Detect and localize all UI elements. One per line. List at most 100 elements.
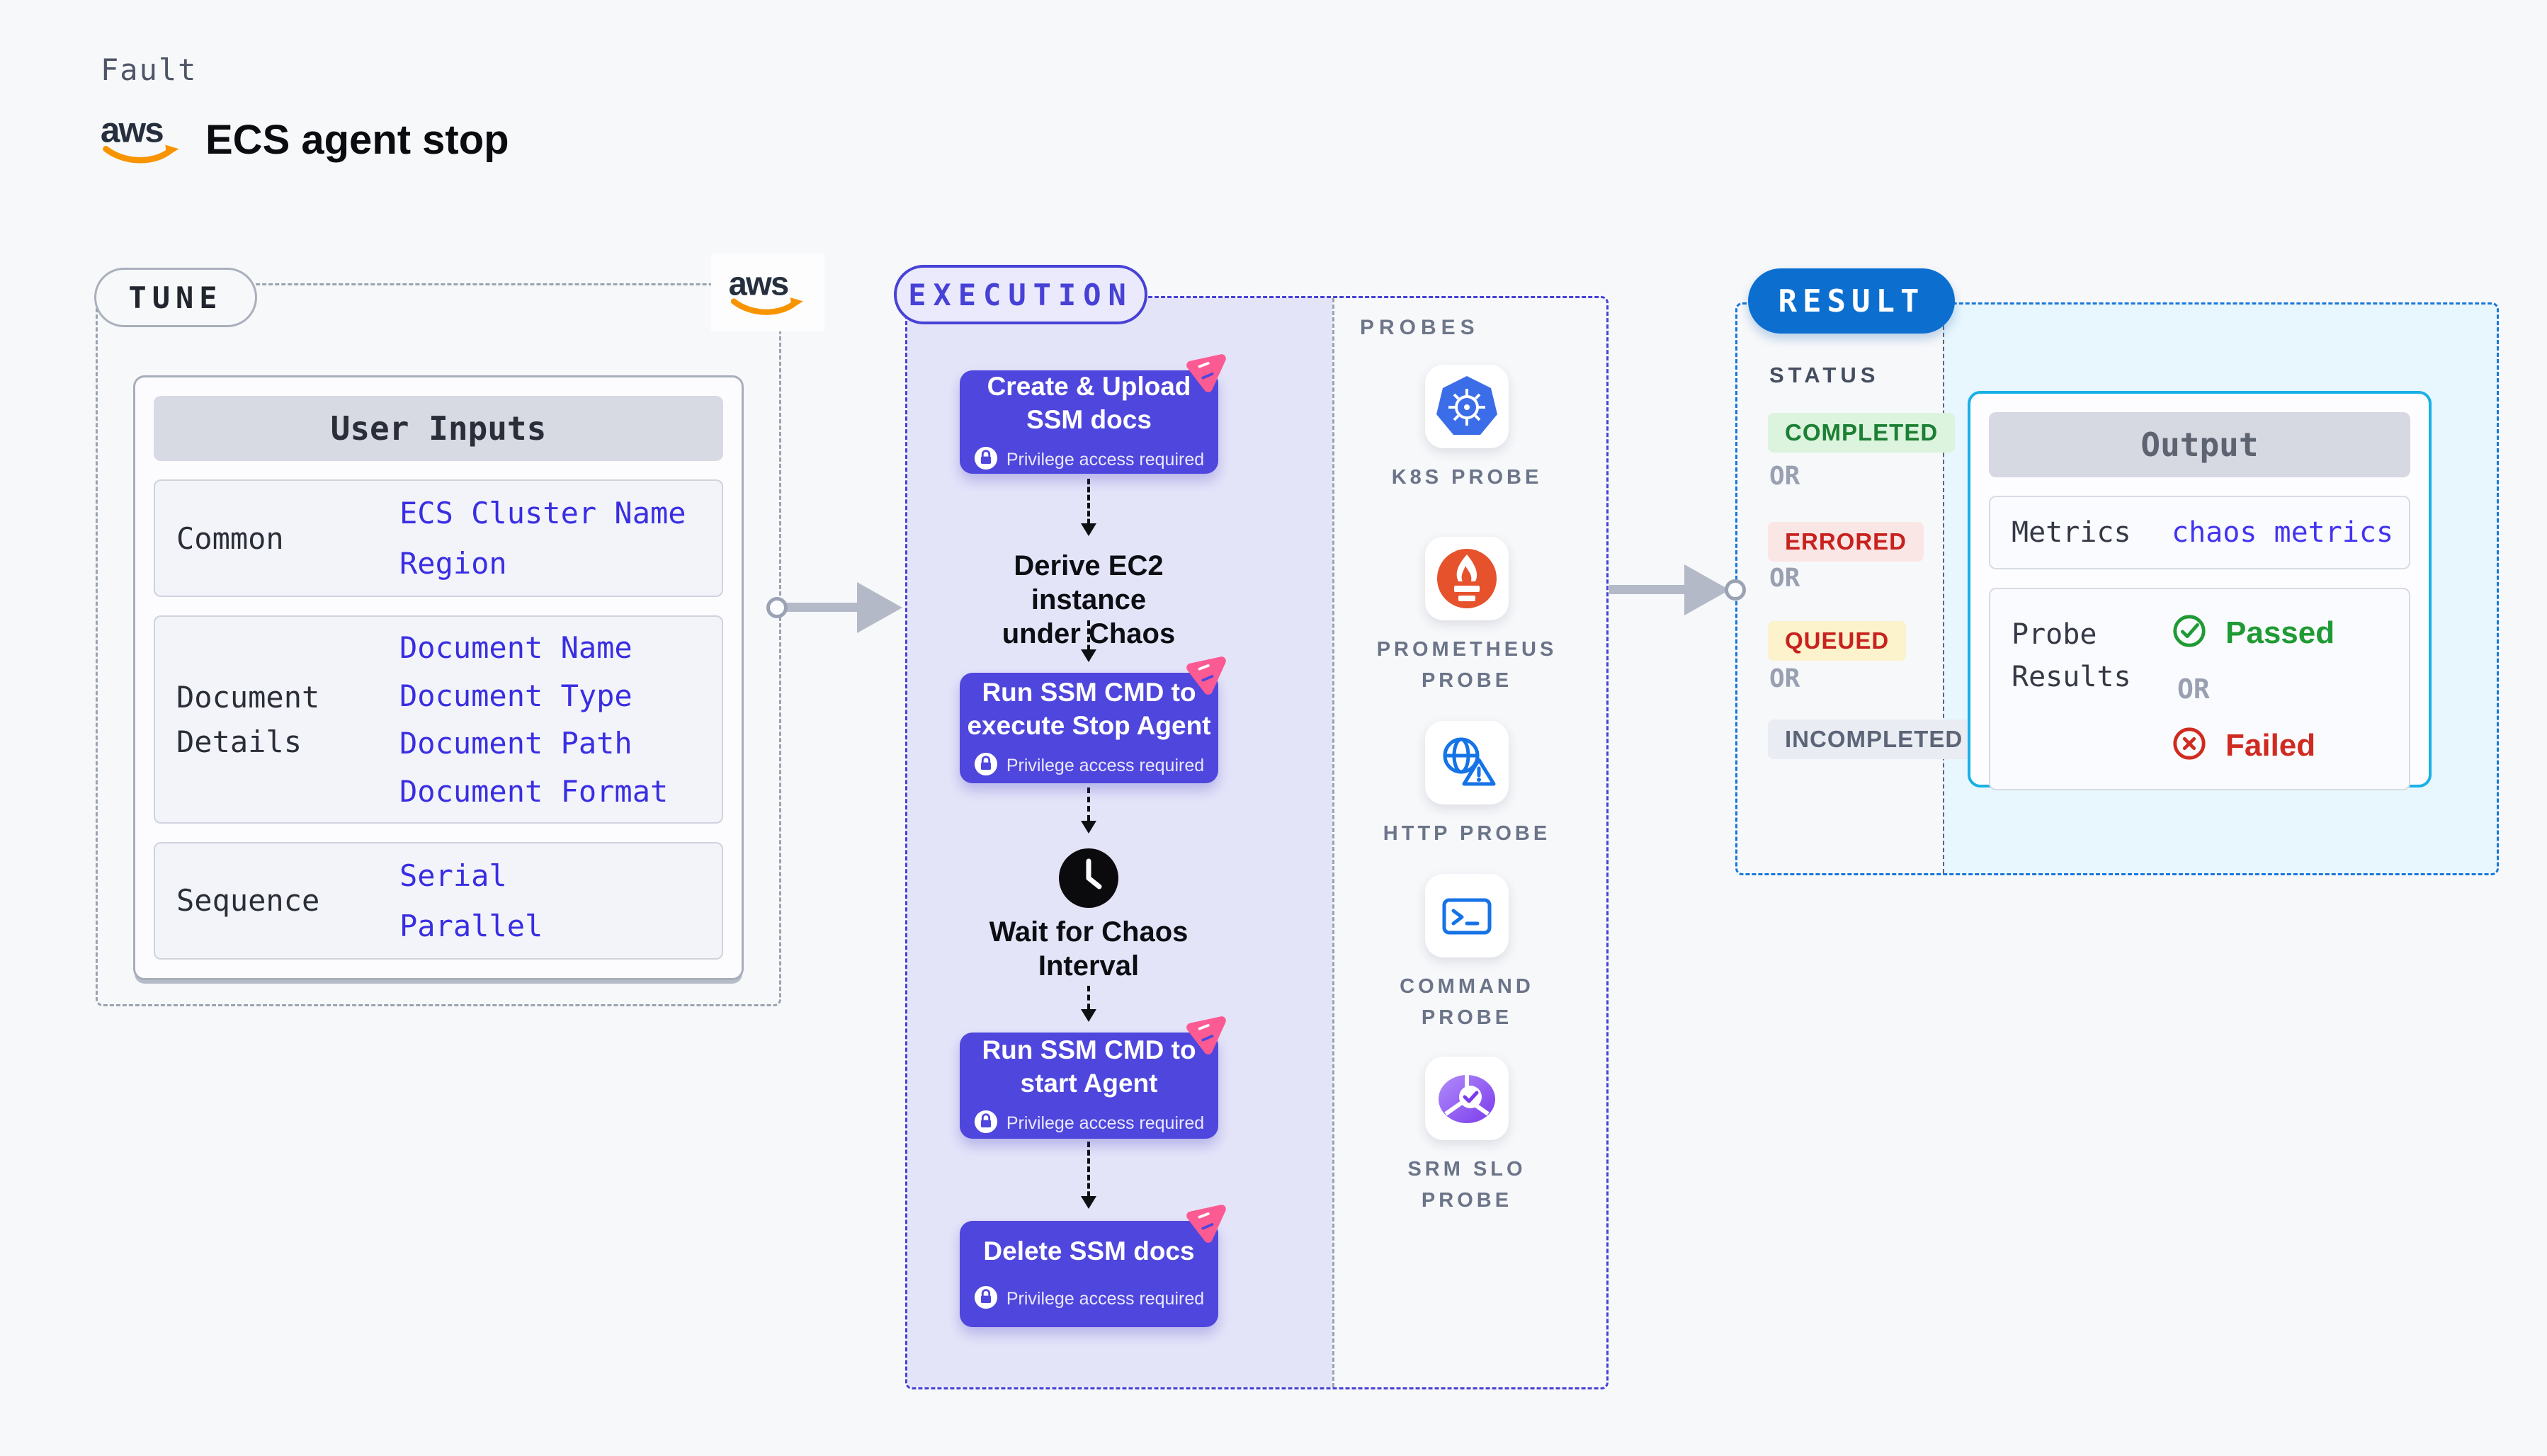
input-value: Region (399, 545, 507, 581)
failed-text: Failed (2225, 727, 2316, 763)
status-badge-completed: COMPLETED (1768, 413, 1956, 453)
kubernetes-icon (1425, 365, 1509, 448)
probe-label: K8S PROBE (1391, 466, 1543, 489)
status-or: OR (1769, 462, 1800, 491)
aws-wordmark: aws (101, 110, 163, 150)
step-title: Delete SSM docs (983, 1236, 1195, 1266)
lock-icon (974, 446, 998, 474)
aws-logo-icon-small: aws (726, 265, 810, 321)
status-badge-incompleted: INCOMPLETED (1768, 720, 1980, 759)
clock-icon (1057, 847, 1120, 913)
probe-label: PROMETHEUS PROBE (1376, 638, 1558, 692)
chaos-icon (1183, 1014, 1230, 1062)
step-run-ssm-stop-agent: Run SSM CMD to execute Stop Agent Privil… (960, 656, 1226, 783)
input-value: Document Format (399, 773, 669, 809)
step-title: Run SSM CMD to execute Stop Agent (967, 678, 1211, 740)
execution-badge: EXECUTION (894, 265, 1147, 324)
result-badge: RESULT (1748, 268, 1955, 334)
aws-wordmark: aws (729, 265, 788, 302)
probe-http: HTTP PROBE (1378, 721, 1555, 850)
connector-node-tune (766, 597, 788, 618)
execution-probes-divider (1332, 298, 1334, 1387)
execution-section-frame (905, 296, 1609, 1389)
step-run-ssm-start-agent: Run SSM CMD to start Agent Privilege acc… (960, 1016, 1226, 1139)
terminal-icon (1425, 874, 1509, 957)
tune-badge: TUNE (94, 268, 257, 327)
privilege-note: Privilege access required (974, 446, 1204, 474)
page-title: ECS agent stop (205, 117, 509, 163)
probe-label: HTTP PROBE (1383, 822, 1551, 845)
execution-steps-panel (907, 298, 1332, 1387)
status-heading: STATUS (1769, 363, 1880, 387)
tune-to-execution-arrowhead (857, 582, 902, 633)
input-group-values: Serial Parallel (399, 843, 722, 958)
lock-icon (974, 752, 998, 780)
step-delete-ssm-docs: Delete SSM docs Privilege access require… (960, 1205, 1226, 1327)
probe-k8s: K8S PROBE (1378, 365, 1555, 494)
tune-to-execution-arrow (786, 603, 857, 612)
chaos-icon (1183, 352, 1230, 399)
input-group-label: Sequence (176, 883, 320, 918)
slo-pie-check-icon (1425, 1057, 1509, 1140)
status-badge-errored: ERRORED (1768, 522, 1924, 562)
title-row: aws ECS agent stop (98, 110, 509, 169)
status-or: OR (1769, 664, 1800, 693)
probe-results-values: Passed OR Failed (2172, 613, 2335, 765)
aws-logo-icon: aws (98, 110, 186, 169)
step-title: Run SSM CMD to start Agent (982, 1035, 1196, 1098)
execution-to-result-arrow (1609, 585, 1684, 594)
input-group-label: Common (176, 521, 284, 556)
input-group-sequence: Sequence Serial Parallel (154, 841, 723, 960)
globe-warning-icon (1425, 721, 1509, 804)
status-badge-queued: QUEUED (1768, 621, 1907, 661)
chaos-icon (1183, 1202, 1230, 1250)
privilege-note-text: Privilege access required (1006, 449, 1205, 470)
status-or: OR (1769, 564, 1800, 593)
input-value: ECS Cluster Name (399, 496, 686, 531)
lock-icon (974, 1110, 998, 1137)
probe-results-row: Probe Results Passed OR (1989, 588, 2410, 790)
input-group-values: ECS Cluster Name Region (399, 481, 722, 596)
lock-icon (974, 1285, 998, 1313)
probe-prometheus: PROMETHEUS PROBE (1376, 537, 1558, 696)
privilege-note-text: Privilege access required (1006, 1288, 1205, 1309)
x-circle-icon (2172, 726, 2207, 765)
probe-results-label: Probe Results (2012, 618, 2131, 693)
privilege-note: Privilege access required (974, 1110, 1204, 1137)
user-inputs-title: User Inputs (154, 396, 723, 461)
privilege-note-text: Privilege access required (1006, 755, 1205, 775)
probes-heading: PROBES (1360, 316, 1480, 339)
flow-arrow (1081, 620, 1096, 662)
failed-line: Failed (2172, 726, 2335, 765)
derive-ec2-node: Derive EC2 instance under Chaos (1002, 550, 1176, 649)
aws-logo-backdrop: aws (711, 254, 824, 331)
metrics-row: Metrics chaos metrics (1989, 496, 2410, 569)
prometheus-icon (1425, 537, 1509, 620)
privilege-note: Privilege access required (974, 1285, 1204, 1313)
input-value: Serial (399, 858, 507, 894)
metrics-value: chaos metrics (2172, 516, 2394, 549)
privilege-note: Privilege access required (974, 752, 1204, 780)
passed-line: Passed (2172, 613, 2335, 652)
input-group-label: Document Details (176, 679, 320, 759)
check-circle-icon (2172, 613, 2207, 652)
input-value: Document Name (399, 630, 633, 666)
connector-node-result (1725, 579, 1746, 601)
flow-arrow (1081, 986, 1096, 1022)
step-create-upload-ssm-docs: Create & Upload SSM docs Privilege acces… (960, 354, 1226, 474)
output-title: Output (1989, 412, 2410, 477)
input-value: Document Path (399, 726, 633, 761)
chaos-icon (1183, 654, 1230, 702)
input-value: Parallel (399, 908, 543, 943)
fault-kicker: Fault (101, 52, 198, 87)
wait-chaos-interval-node: Wait for Chaos Interval (989, 916, 1189, 982)
input-value: Document Type (399, 678, 633, 713)
metrics-label: Metrics (2012, 516, 2131, 549)
input-group-values: Document Name Document Type Document Pat… (399, 617, 722, 821)
flow-arrow (1081, 787, 1096, 834)
probe-label: SRM SLO PROBE (1407, 1158, 1526, 1212)
passed-text: Passed (2225, 615, 2335, 650)
input-group-common: Common ECS Cluster Name Region (154, 479, 723, 598)
probe-label: COMMAND PROBE (1400, 975, 1534, 1029)
